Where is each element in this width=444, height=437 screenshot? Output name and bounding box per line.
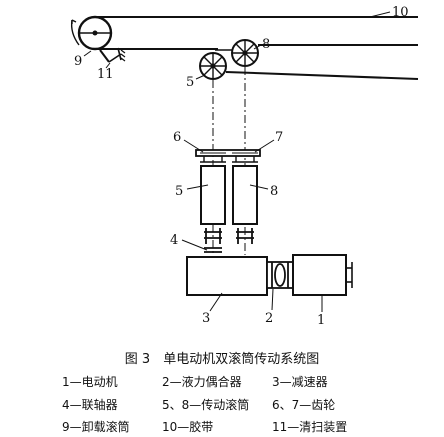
label-8-drum: 8: [270, 184, 278, 199]
label-3: 3: [202, 311, 210, 326]
legend-item: 6、7—齿轮: [272, 398, 336, 412]
legend-item: 1—电动机: [62, 375, 118, 389]
label-5-drum: 5: [175, 184, 183, 199]
label-7: 7: [275, 130, 283, 145]
legend-row-2: 4—联轴器 5、8—传动滚筒 6、7—齿轮: [62, 396, 335, 413]
label-1: 1: [317, 313, 325, 328]
label-4: 4: [170, 233, 178, 248]
label-5-top: 5: [186, 75, 194, 90]
label-6: 6: [173, 130, 181, 145]
cleaning-device: [99, 47, 126, 63]
label-2: 2: [265, 311, 273, 326]
legend-row-1: 1—电动机 2—液力偶合器 3—减速器: [62, 373, 328, 390]
reducer: [186, 256, 268, 296]
label-8-top: 8: [262, 37, 270, 52]
legend-item: 10—胶带: [162, 420, 214, 434]
legend-item: 2—液力偶合器: [162, 375, 242, 389]
figure-caption: 图 3 单电动机双滚筒传动系统图: [124, 352, 320, 367]
conveyor-belt: [95, 16, 419, 80]
drive-drum-8: [232, 165, 258, 225]
legend-item: 4—联轴器: [62, 398, 118, 412]
label-11: 11: [97, 67, 114, 82]
legend-item: 9—卸载滚筒: [62, 420, 130, 434]
coupling: [204, 247, 222, 253]
discharge-pulley: [70, 15, 113, 51]
gear-bar: [195, 149, 261, 163]
motor: [292, 254, 353, 296]
legend-row-3: 9—卸载滚筒 10—胶带 11—清扫装置: [62, 418, 347, 435]
label-10: 10: [392, 5, 409, 20]
legend-item: 11—清扫装置: [272, 420, 348, 434]
shaft-centerlines: [212, 67, 246, 255]
hydraulic-coupling: [266, 261, 294, 289]
lower-bearings: [204, 228, 254, 244]
part-labels: 10 9 11 8 5 6 7 5 8 4 3 2 1: [74, 5, 409, 328]
drive-drum-5: [200, 165, 226, 225]
leader-lines: [83, 11, 391, 312]
legend-item: 5、8—传动滚筒: [162, 398, 250, 412]
transmission-diagram: 10 9 11 8 5 6 7 5 8 4 3 2 1: [70, 5, 419, 328]
drive-pulley-8: [231, 39, 259, 67]
legend-item: 3—减速器: [272, 375, 328, 389]
label-9: 9: [74, 54, 82, 69]
